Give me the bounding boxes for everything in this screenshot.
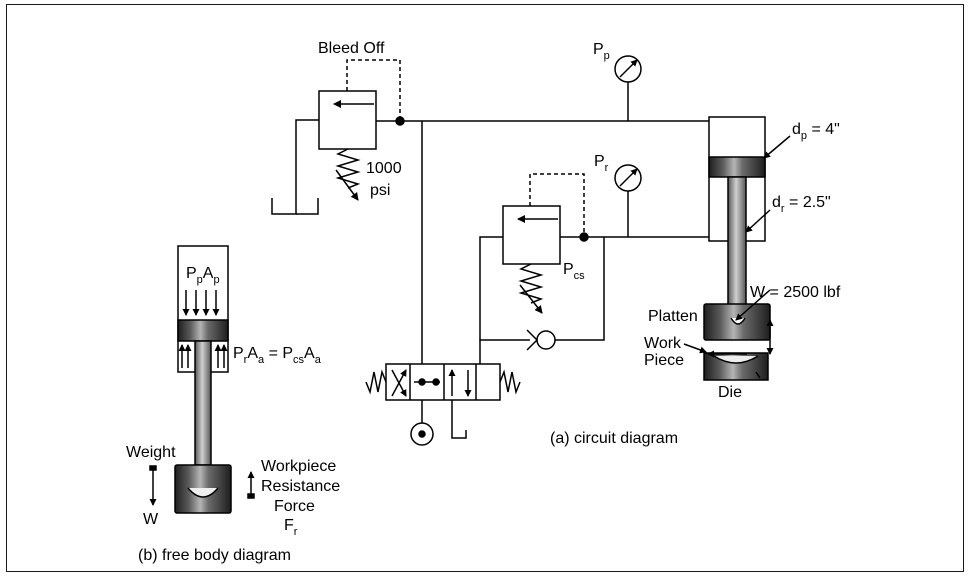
counterbalance-valve-icon <box>502 173 585 314</box>
relief-unit-label: psi <box>370 182 390 199</box>
relief-value-label: 1000 <box>366 160 402 177</box>
circuit-caption: (a) circuit diagram <box>550 430 678 447</box>
resistance-line-1: Workpiece <box>261 458 336 475</box>
dr-label: dr = 2.5" <box>772 194 831 215</box>
weight-label: Weight <box>126 444 176 461</box>
junction-dot <box>395 116 405 126</box>
tank-icon <box>451 400 467 439</box>
pressure-gauge-icon <box>614 55 642 121</box>
cylinder-icon <box>703 116 771 381</box>
tank-icon <box>271 119 319 215</box>
bleed-off-relief-valve-icon <box>318 59 401 201</box>
weight-spec-label: W = 2500 lbf <box>750 284 841 301</box>
check-valve-icon <box>526 237 605 351</box>
labels: Bleed Off 1000 psi Pp Pr Pcs dp = 4" dr … <box>126 40 841 564</box>
pump-icon <box>410 400 434 446</box>
resistance-line-3: Force <box>274 498 315 515</box>
pcs-label: Pcs <box>563 261 585 282</box>
resistance-line-2: Resistance <box>261 478 340 495</box>
die-label: Die <box>718 384 742 401</box>
bleed-off-label: Bleed Off <box>318 40 385 57</box>
w-label: W <box>143 511 159 528</box>
fr-label: Fr <box>284 517 298 538</box>
dp-label: dp = 4" <box>792 121 840 142</box>
work-label: Work <box>644 335 682 352</box>
circuit-diagram <box>271 55 791 446</box>
rod-gauge-label: Pr <box>594 153 609 174</box>
rod-pressure-gauge-icon <box>614 164 642 237</box>
diagram-frame <box>6 4 964 572</box>
platten-label: Platten <box>648 308 698 325</box>
free-body-diagram <box>149 245 255 514</box>
pump-gauge-label: Pp <box>593 41 610 62</box>
fbd-top-label: PpAp <box>186 265 220 286</box>
directional-valve-icon <box>365 363 521 401</box>
fbd-equation-label: PrAa = PcsAa <box>233 345 322 366</box>
fbd-caption: (b) free body diagram <box>138 547 291 564</box>
piece-label: Piece <box>644 352 684 369</box>
